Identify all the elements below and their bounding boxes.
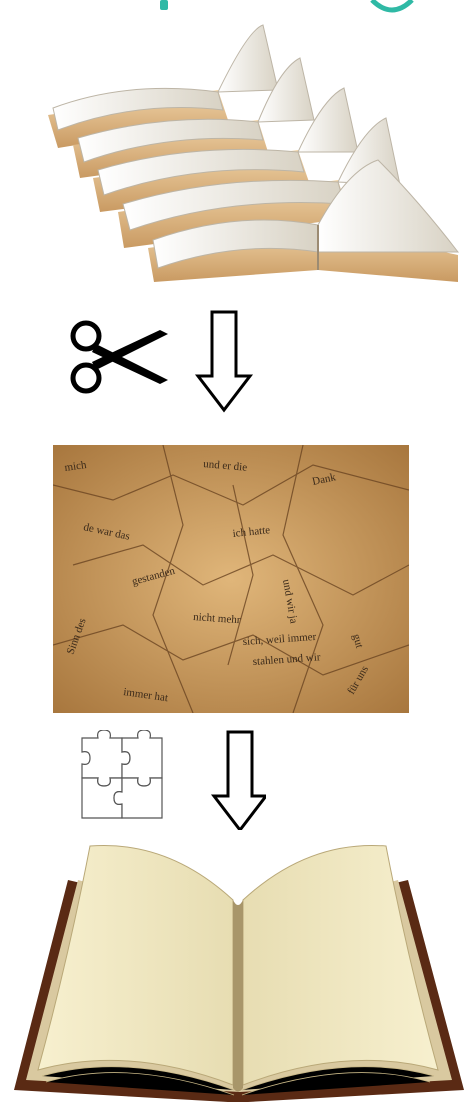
open-book-image	[8, 840, 468, 1110]
heading-fragment-left	[160, 0, 168, 10]
cut-step	[60, 310, 270, 420]
reassemble-step	[76, 730, 266, 830]
open-book-icon	[8, 840, 468, 1110]
paper-scraps-image: mich und er die Dank de war das ich hatt…	[53, 445, 409, 713]
down-arrow-icon	[214, 732, 266, 830]
scissors-icon	[73, 323, 168, 391]
books-stack-image	[18, 20, 468, 292]
down-arrow-icon	[198, 312, 250, 410]
heading-fragment	[0, 0, 474, 14]
books-icon	[18, 20, 468, 292]
heading-fragment-right	[372, 0, 412, 10]
puzzle-icon	[82, 730, 162, 818]
